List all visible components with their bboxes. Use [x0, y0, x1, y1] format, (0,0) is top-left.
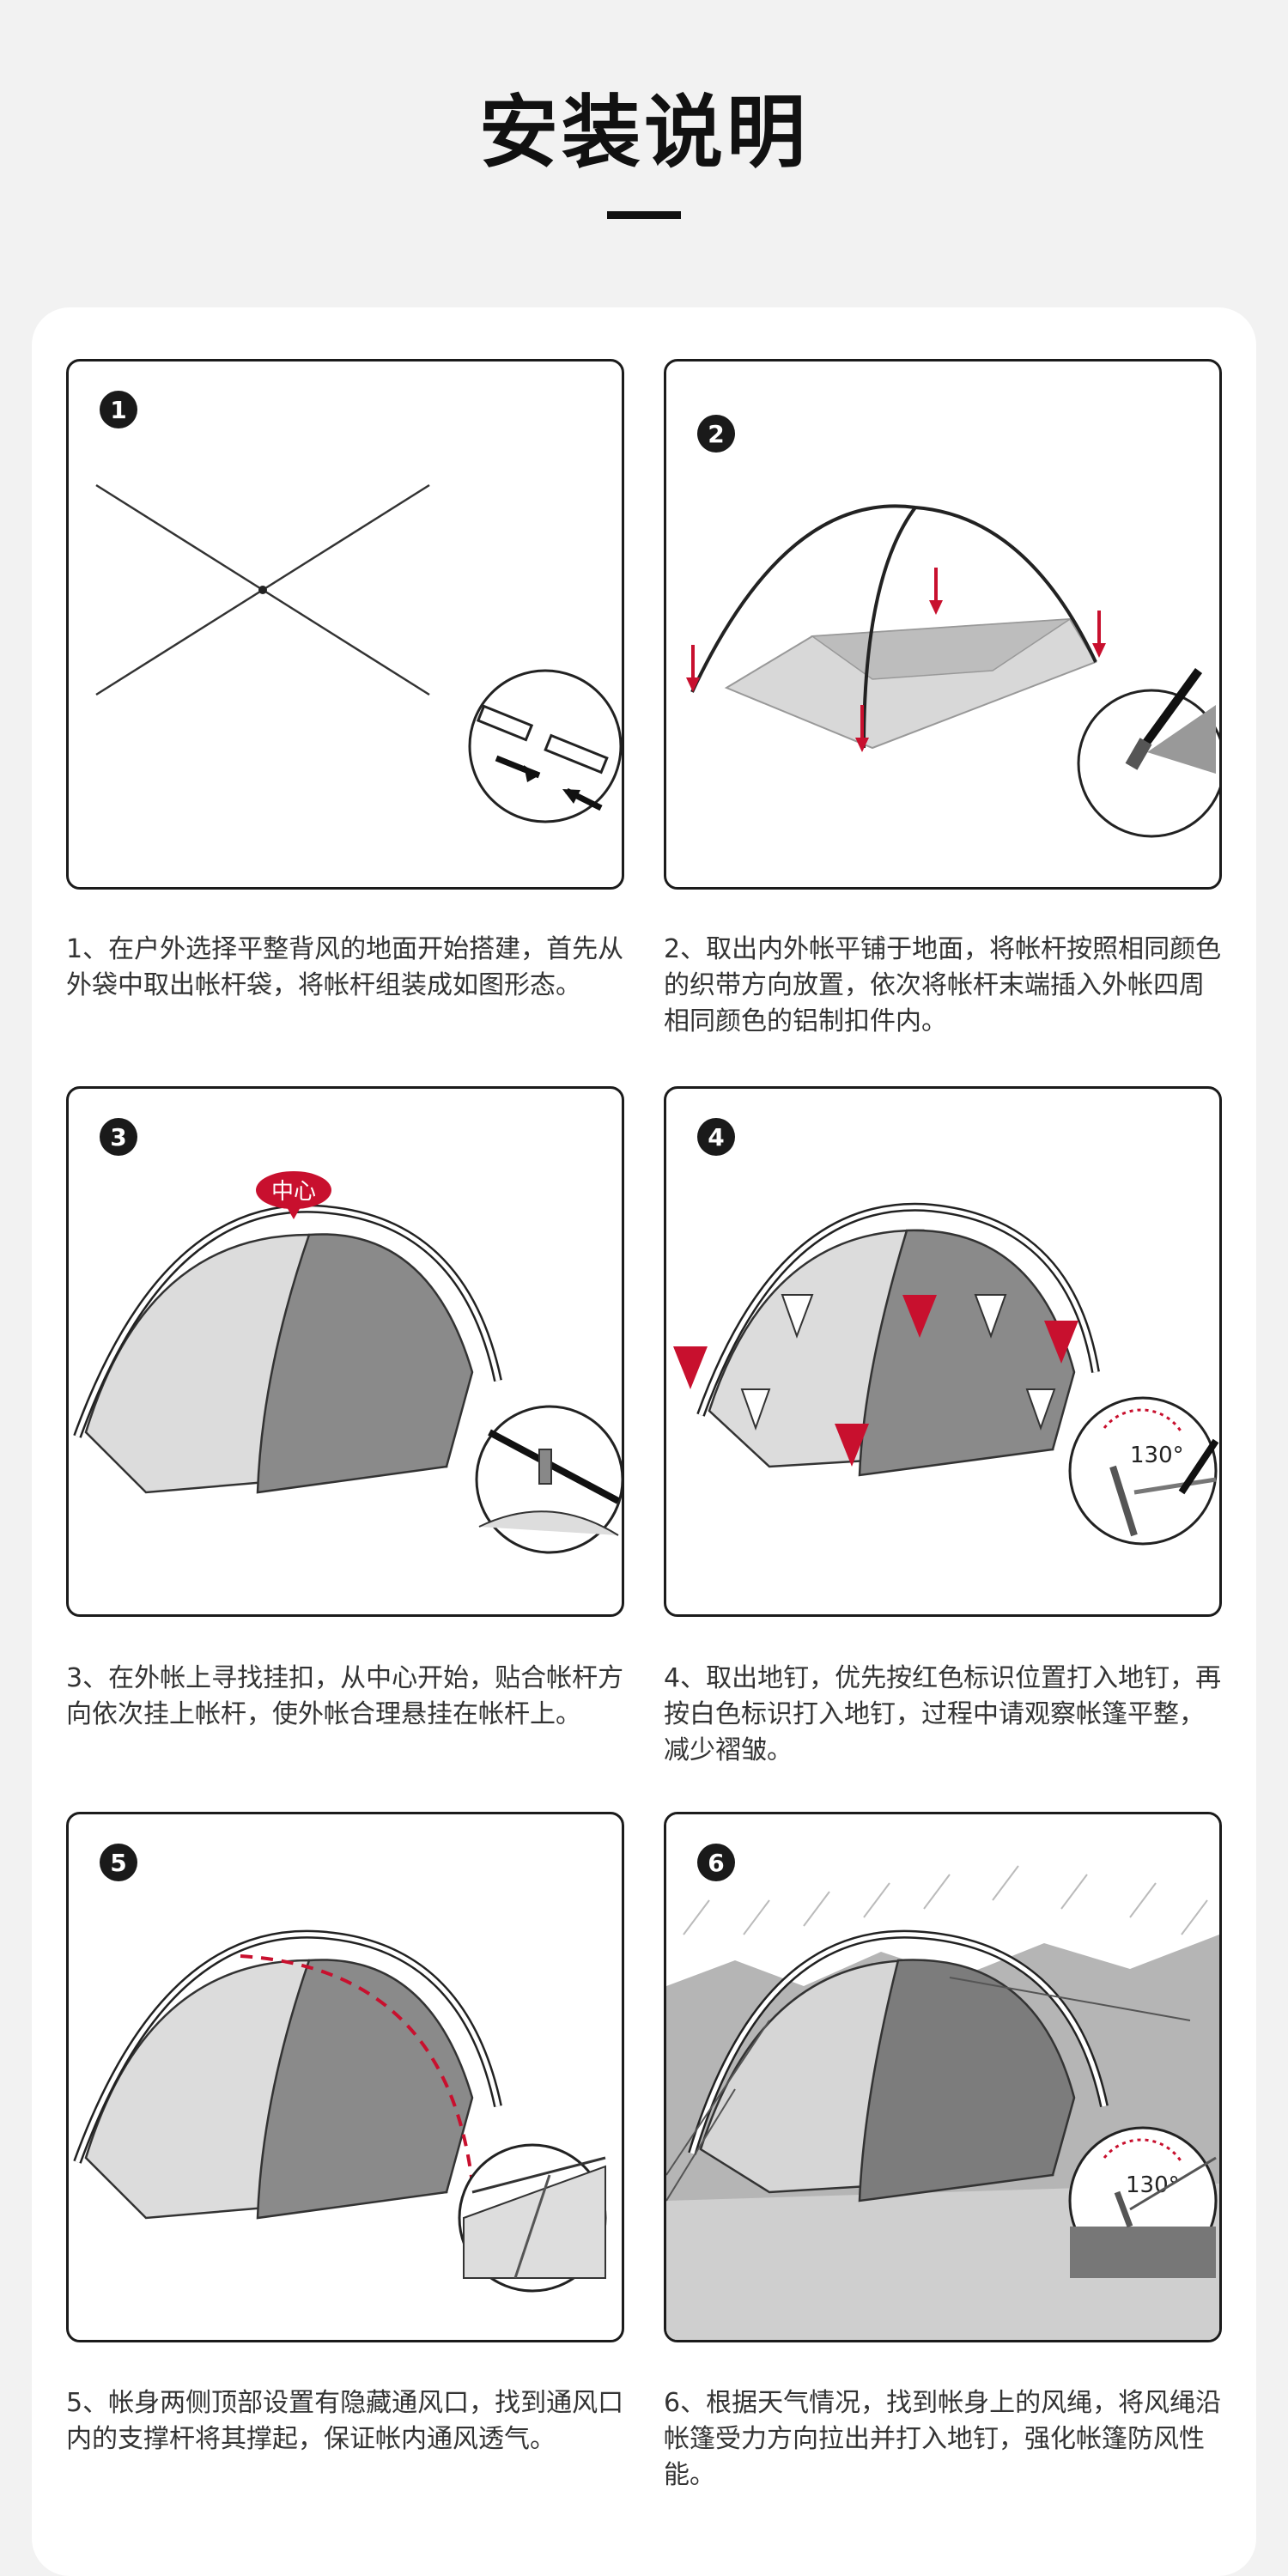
- step-3-caption: 3、在外帐上寻找挂扣，从中心开始，贴合帐杆方向依次挂上帐杆，使外帐合理悬挂在帐杆…: [66, 1663, 624, 1729]
- step-1-caption: 1、在户外选择平整背风的地面开始搭建，首先从外袋中取出帐杆袋，将帐杆组装成如图形…: [66, 934, 624, 1000]
- page-title: 安装说明: [478, 87, 809, 179]
- step-6-caption: 6、根据天气情况，找到帐身上的风绳，将风绳沿帐篷受力方向拉出并打入地钉，强化帐篷…: [664, 2388, 1222, 2490]
- title-underline: [607, 211, 681, 219]
- step-4-caption: 4、取出地钉，优先按红色标识位置打入地钉，再按白色标识打入地钉，过程中请观察帐篷…: [664, 1663, 1222, 1765]
- step-4-angle-label: 130°: [1130, 1443, 1184, 1468]
- step-5-badge: 5: [100, 1844, 137, 1881]
- step-4-panel: 4 130°: [664, 1086, 1222, 1617]
- step-2-badge: 2: [697, 415, 735, 453]
- center-label: 中心: [271, 1179, 316, 1205]
- step-6-badge: 6: [697, 1844, 735, 1881]
- tent-hang-illustration: 中心: [73, 1171, 622, 1554]
- step-3-badge: 3: [100, 1118, 137, 1156]
- step-5-panel: 5: [66, 1812, 624, 2342]
- step-2-caption: 2、取出内外帐平铺于地面，将帐杆按照相同颜色的织带方向放置，依次将帐杆末端插入外…: [664, 934, 1222, 1036]
- step-2-panel: 2: [664, 359, 1222, 890]
- tent-vent-illustration: [73, 1929, 607, 2293]
- step-1-badge: 1: [100, 391, 137, 428]
- step-5-caption: 5、帐身两侧顶部设置有隐藏通风口，找到通风口内的支撑杆将其撑起，保证帐内通风透气…: [66, 2388, 624, 2454]
- tent-flat-with-poles-illustration: [686, 504, 1219, 838]
- poles-cross-illustration: [95, 483, 622, 823]
- tent-stake-illustration: 130°: [673, 1202, 1219, 1546]
- step-4-badge: 4: [697, 1118, 735, 1156]
- step-1-panel: 1: [66, 359, 624, 890]
- tent-guyline-illustration: 130°: [666, 1814, 1219, 2340]
- step-6-panel: 6 130°: [664, 1812, 1222, 2342]
- step-3-panel: 3 中心: [66, 1086, 624, 1617]
